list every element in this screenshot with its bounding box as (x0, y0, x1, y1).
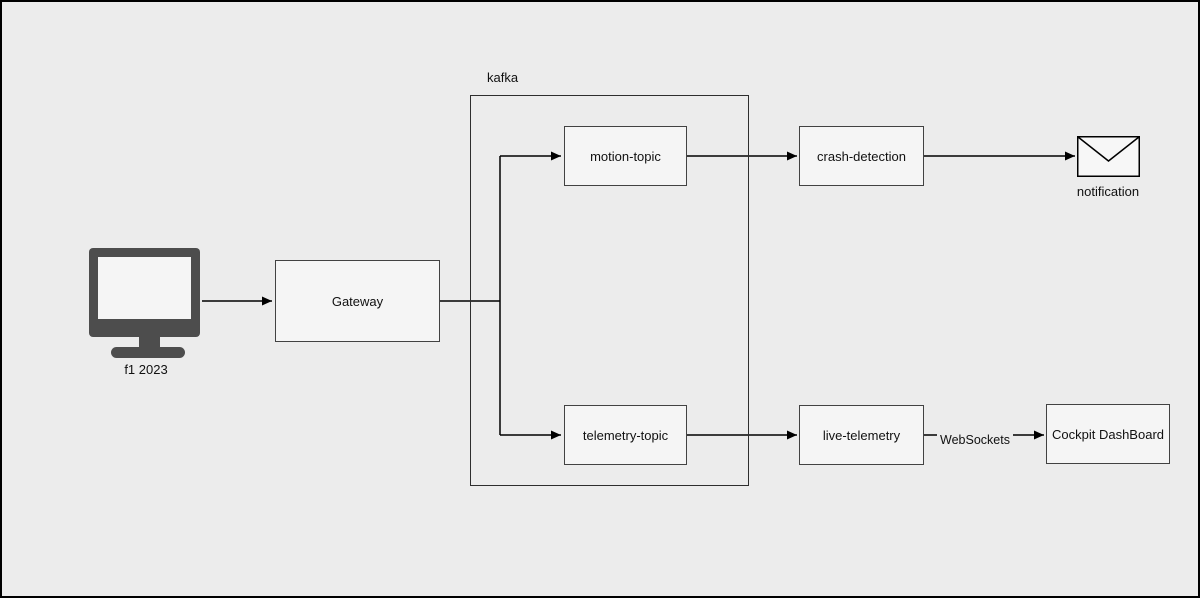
notification-label: notification (1076, 184, 1140, 199)
monitor-icon (87, 246, 205, 358)
node-live-telemetry: live-telemetry (799, 405, 924, 465)
node-crash-detection-label: crash-detection (817, 148, 906, 164)
envelope-icon (1077, 136, 1140, 177)
node-cockpit-dashboard: Cockpit DashBoard (1046, 404, 1170, 464)
kafka-container-label: kafka (487, 70, 519, 85)
node-crash-detection: crash-detection (799, 126, 924, 186)
node-telemetry-topic: telemetry-topic (564, 405, 687, 465)
node-gateway-label: Gateway (331, 293, 384, 309)
f1-source-label: f1 2023 (124, 362, 168, 377)
node-motion-topic: motion-topic (564, 126, 687, 186)
node-telemetry-topic-label: telemetry-topic (582, 427, 669, 443)
node-cockpit-dashboard-label: Cockpit DashBoard (1052, 426, 1164, 442)
node-gateway: Gateway (275, 260, 440, 342)
node-live-telemetry-label: live-telemetry (822, 427, 901, 443)
kafka-container (470, 95, 749, 486)
node-motion-topic-label: motion-topic (590, 148, 661, 164)
websockets-edge-label: WebSockets (937, 432, 1013, 449)
